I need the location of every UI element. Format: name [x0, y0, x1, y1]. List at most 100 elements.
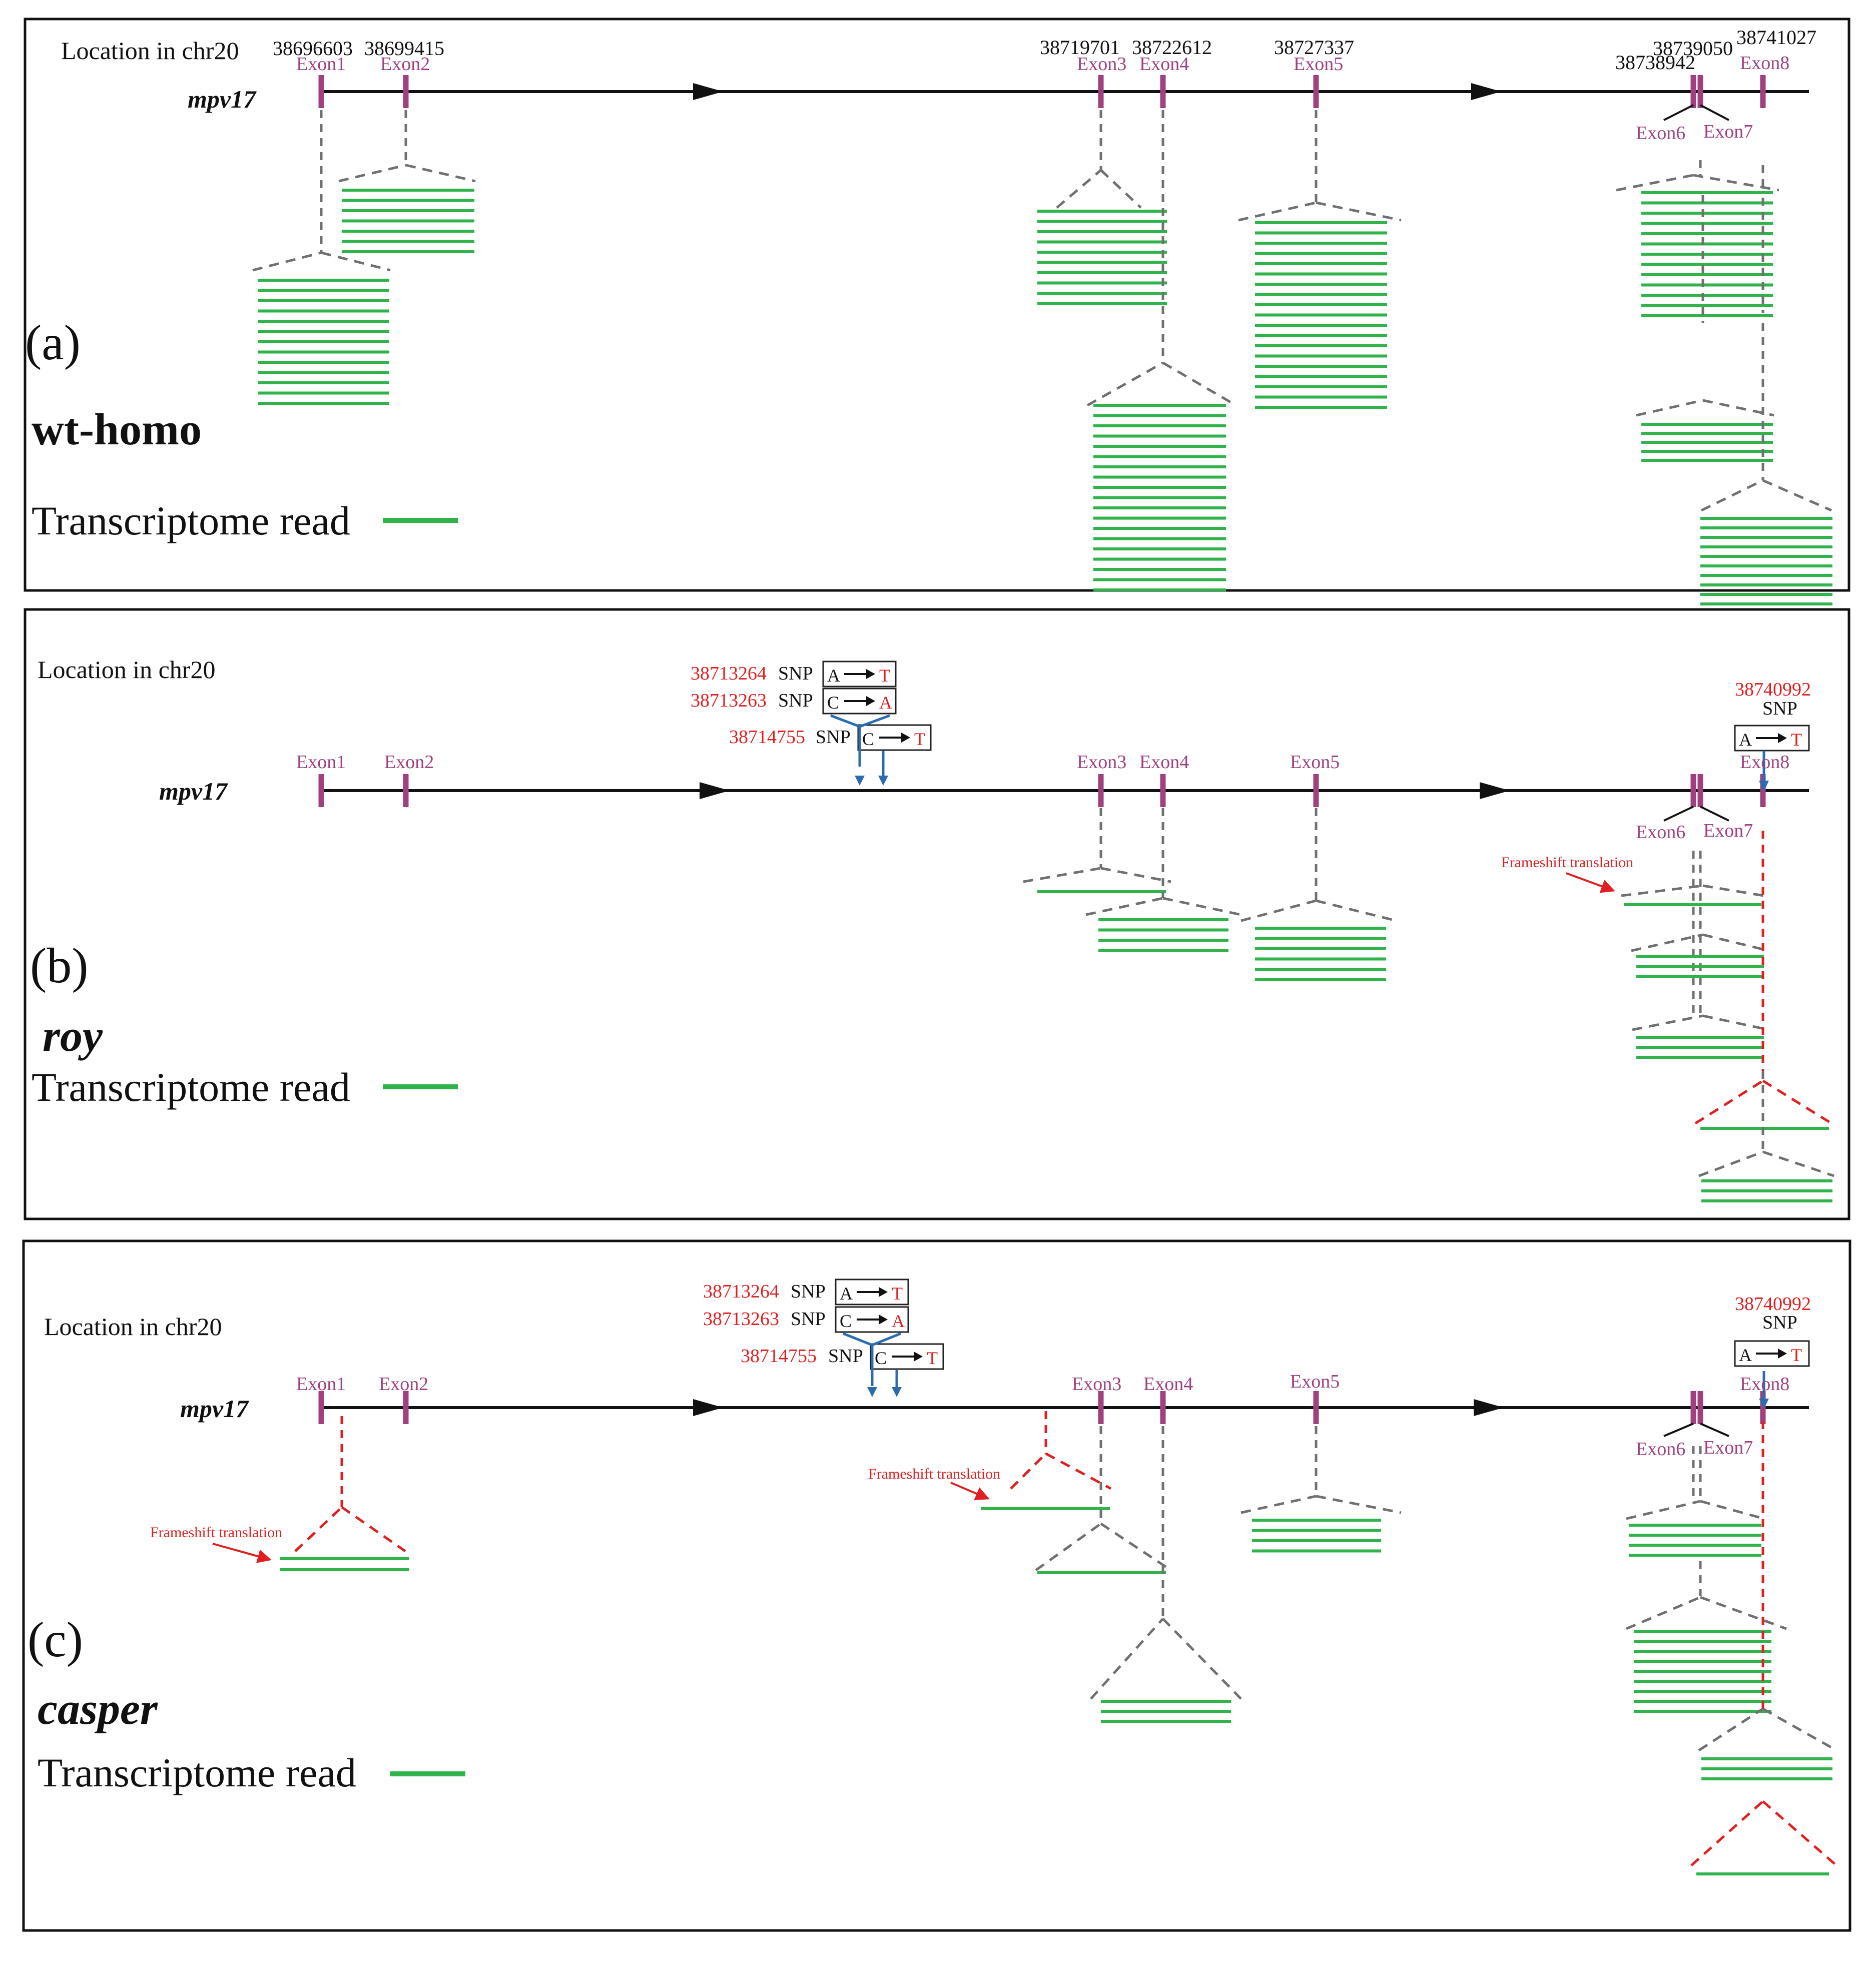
direction-arrow: [1471, 83, 1501, 100]
splice-chevron: [1035, 1522, 1102, 1572]
chr-position: 38699415: [364, 37, 444, 60]
snp-label: SNP: [778, 690, 813, 711]
snp-label: SNP: [1762, 698, 1797, 719]
snp-pointer-arrowhead: [855, 776, 865, 786]
snp-change-arrowhead: [866, 669, 875, 679]
exon-label: Exon3: [1072, 1374, 1121, 1395]
exon-label: Exon2: [380, 54, 430, 75]
exon-label: Exon5: [1290, 752, 1340, 773]
splice-chevron: [1085, 897, 1163, 916]
snp-label: SNP: [816, 727, 851, 748]
gene-label: mpv17: [188, 85, 257, 113]
exon-label: Exon3: [1077, 54, 1126, 75]
splice-chevron: [1626, 1596, 1701, 1630]
gene-label: mpv17: [180, 1395, 249, 1423]
exon-label: Exon8: [1740, 53, 1789, 74]
exon-pointer: [1700, 104, 1729, 121]
snp-ref-base: C: [840, 1311, 852, 1331]
panel-frame: [22, 1239, 1851, 1932]
snp-position: 38714755: [729, 727, 805, 748]
frameshift-label: Frameshift translation: [150, 1524, 282, 1541]
location-label: Location in chr20: [61, 37, 239, 65]
chr-position: 38741027: [1736, 26, 1816, 49]
splice-chevron: [1240, 899, 1317, 922]
splice-chevron: [1162, 361, 1237, 407]
snp-alt-base: A: [879, 693, 892, 713]
exon-label: Exon8: [1740, 1374, 1789, 1395]
splice-chevron: [1626, 1500, 1701, 1520]
splice-chevron: [1762, 1150, 1834, 1177]
frameshift-arrow: [212, 1543, 272, 1563]
legend-label: Transcriptome read: [32, 498, 350, 543]
splice-chevron: [405, 164, 476, 183]
exon-label: Exon6: [1636, 822, 1685, 843]
snp-alt-base: T: [879, 666, 890, 686]
splice-chevron: [1702, 1014, 1769, 1031]
red-splice-chevron: [1762, 1079, 1832, 1125]
chr-position: 38719701: [1040, 36, 1120, 59]
panel-letter: (c): [28, 1612, 83, 1667]
snp-position: 38713264: [691, 663, 767, 684]
exon-pointer: [1663, 1423, 1694, 1437]
frameshift-label: Frameshift translation: [868, 1466, 1000, 1482]
red-splice-chevron: [1690, 1800, 1764, 1866]
splice-chevron: [338, 164, 406, 183]
snp-bracket: [843, 1332, 873, 1347]
exon-pointer: [1663, 104, 1694, 121]
panel-letter: (a): [25, 315, 81, 370]
snp-change-arrowhead: [1778, 733, 1787, 743]
location-label: Location in chr20: [44, 1313, 222, 1341]
structure-layer: [22, 18, 1851, 1932]
snp-label: SNP: [778, 663, 813, 684]
splice-chevron: [1086, 361, 1164, 407]
red-splice-chevron: [1762, 1800, 1837, 1866]
red-splice-chevron: [1010, 1453, 1047, 1490]
red-splice-chevron: [341, 1506, 406, 1553]
exon-label: Exon7: [1703, 121, 1753, 142]
snp-change-arrowhead: [879, 1315, 888, 1325]
snp-pointer-arrowhead: [867, 1387, 877, 1397]
frameshift-label: Frameshift translation: [1501, 854, 1633, 871]
splice-chevron: [1631, 933, 1703, 952]
snp-change-arrowhead: [914, 1352, 923, 1362]
direction-arrow: [700, 782, 730, 799]
exon-label: Exon3: [1077, 752, 1126, 773]
exon-label: Exon7: [1703, 1437, 1753, 1458]
splice-chevron: [1700, 1596, 1787, 1630]
snp-alt-base: A: [892, 1311, 905, 1331]
chr-position: 38722612: [1132, 36, 1212, 59]
strain-label: roy: [43, 1011, 103, 1061]
snp-change-arrowhead: [866, 696, 875, 706]
snp-change-arrowhead: [901, 733, 910, 743]
exon-label: Exon6: [1636, 123, 1685, 144]
snp-label: SNP: [1762, 1312, 1797, 1333]
snp-alt-base: T: [892, 1283, 903, 1303]
red-splice-chevron: [294, 1506, 343, 1552]
splice-chevron: [1632, 1014, 1703, 1031]
frameshift-arrow: [950, 1482, 990, 1500]
splice-chevron: [1023, 867, 1101, 883]
panel-frame: [24, 18, 1850, 592]
snp-change-arrowhead: [879, 1287, 888, 1297]
splice-chevron: [1762, 1707, 1837, 1752]
snp-ref-base: A: [827, 666, 840, 686]
splice-chevron: [1702, 884, 1764, 897]
red-splice-chevron: [1045, 1452, 1112, 1490]
snp-ref-base: A: [1739, 730, 1752, 750]
chr-position: 38738942: [1615, 51, 1695, 74]
splice-chevron: [1636, 399, 1703, 417]
exon-label: Exon7: [1703, 820, 1753, 841]
strain-label: casper: [38, 1684, 158, 1734]
splice-chevron: [1100, 1522, 1172, 1572]
exon-label: Exon6: [1636, 1439, 1685, 1460]
snp-ref-base: C: [827, 693, 839, 713]
snp-pointer-arrowhead: [1759, 781, 1769, 792]
splice-chevron: [1162, 897, 1241, 916]
snp-ref-base: C: [862, 729, 874, 749]
splice-chevron: [1162, 1618, 1242, 1700]
splice-chevron: [252, 251, 322, 272]
splice-chevron: [1100, 169, 1142, 209]
strain-label: wt-homo: [32, 405, 202, 454]
splice-chevron: [1702, 933, 1769, 952]
snp-alt-base: T: [927, 1348, 938, 1368]
